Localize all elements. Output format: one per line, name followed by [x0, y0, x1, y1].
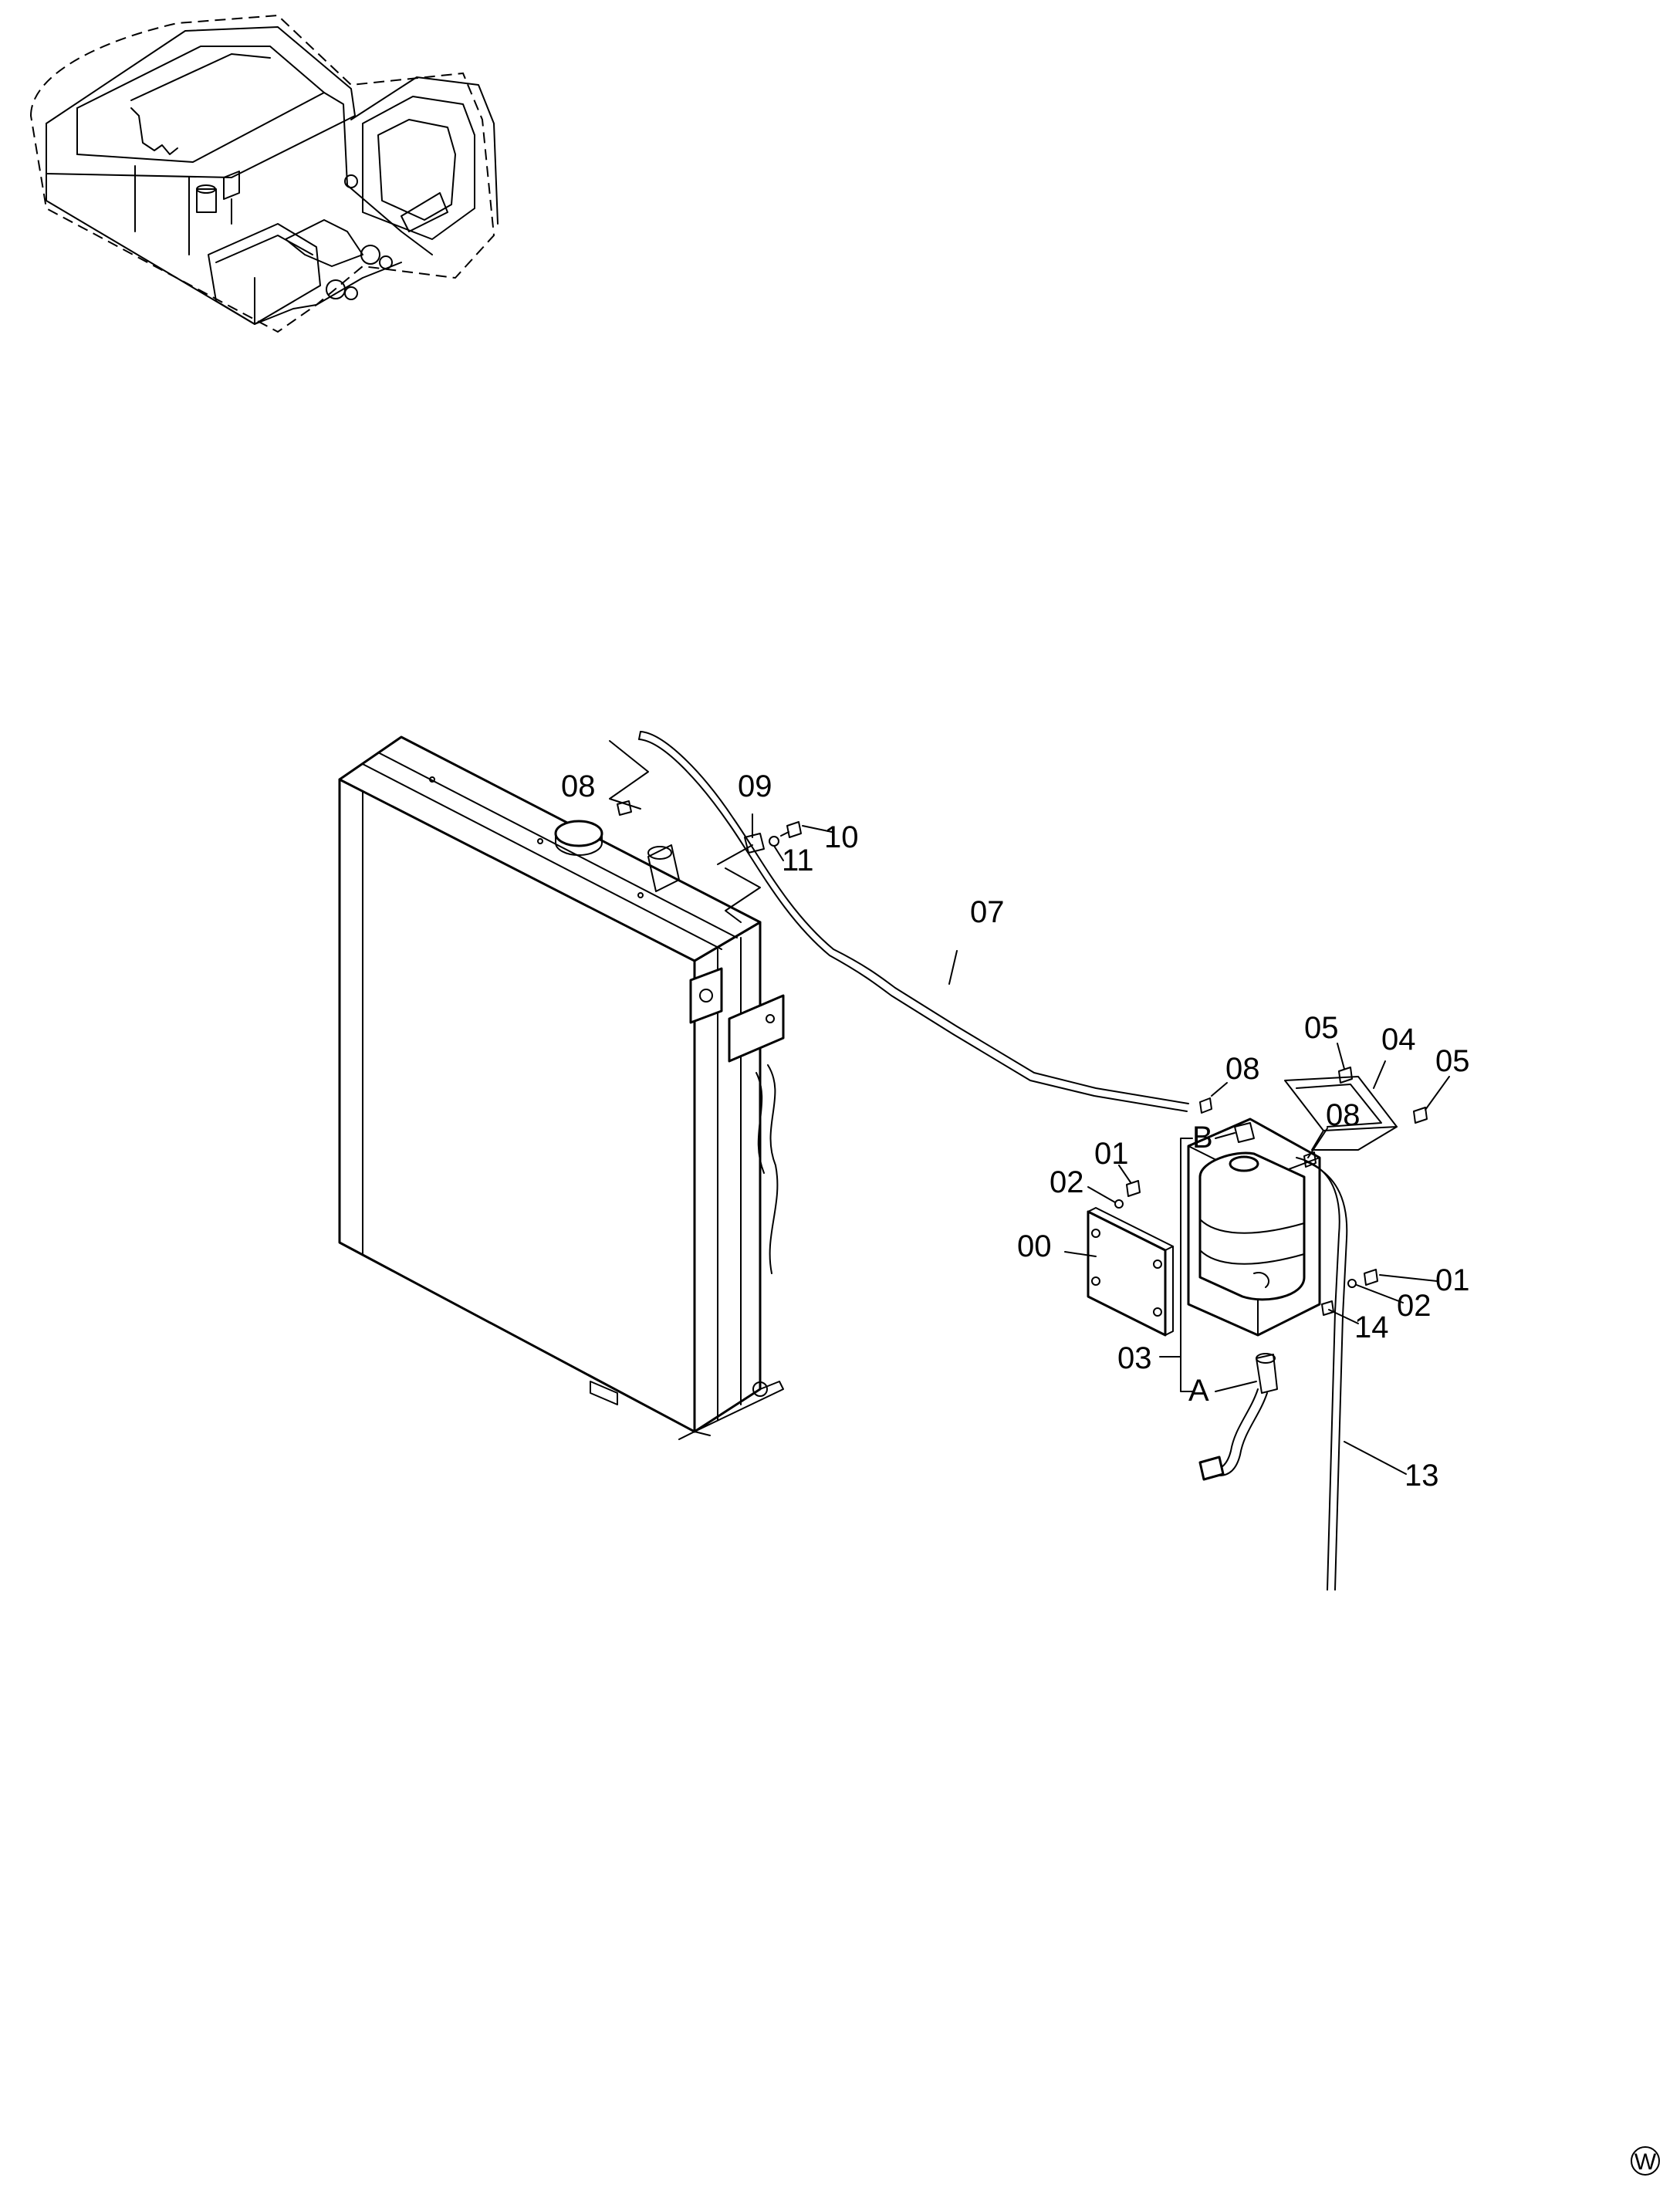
radiator-assembly	[338, 735, 785, 1440]
callout-08-hose-clamp: 08	[1225, 1052, 1260, 1086]
callout-09: 09	[738, 769, 772, 803]
callout-10: 10	[824, 820, 859, 854]
callout-00: 00	[1017, 1229, 1052, 1263]
machine-overview-drawing	[29, 14, 499, 333]
callout-a: A	[1188, 1374, 1209, 1408]
callout-13: 13	[1405, 1459, 1439, 1493]
callout-02-left: 02	[1050, 1165, 1084, 1199]
leader-lines	[752, 813, 1450, 1475]
callout-05-left: 05	[1304, 1011, 1339, 1045]
callout-02-right: 02	[1397, 1289, 1432, 1323]
callout-05-right: 05	[1435, 1044, 1470, 1078]
corner-mark-circle	[1631, 2146, 1660, 2176]
callout-b: B	[1192, 1121, 1213, 1155]
callout-08-tank-clamp: 08	[1326, 1098, 1361, 1132]
hose-clamp-parts	[609, 740, 802, 923]
reserve-tank-assembly	[1087, 1067, 1428, 1481]
callout-04: 04	[1381, 1023, 1416, 1057]
callout-14: 14	[1354, 1310, 1389, 1344]
callout-03: 03	[1117, 1341, 1152, 1375]
callout-11: 11	[782, 844, 814, 877]
callout-01-right: 01	[1435, 1263, 1470, 1297]
corner-mark-letter: W	[1634, 2149, 1657, 2175]
callout-07: 07	[970, 895, 1005, 929]
callout-01-left: 01	[1094, 1137, 1129, 1171]
callout-08-radiator-clamp: 08	[561, 769, 596, 803]
